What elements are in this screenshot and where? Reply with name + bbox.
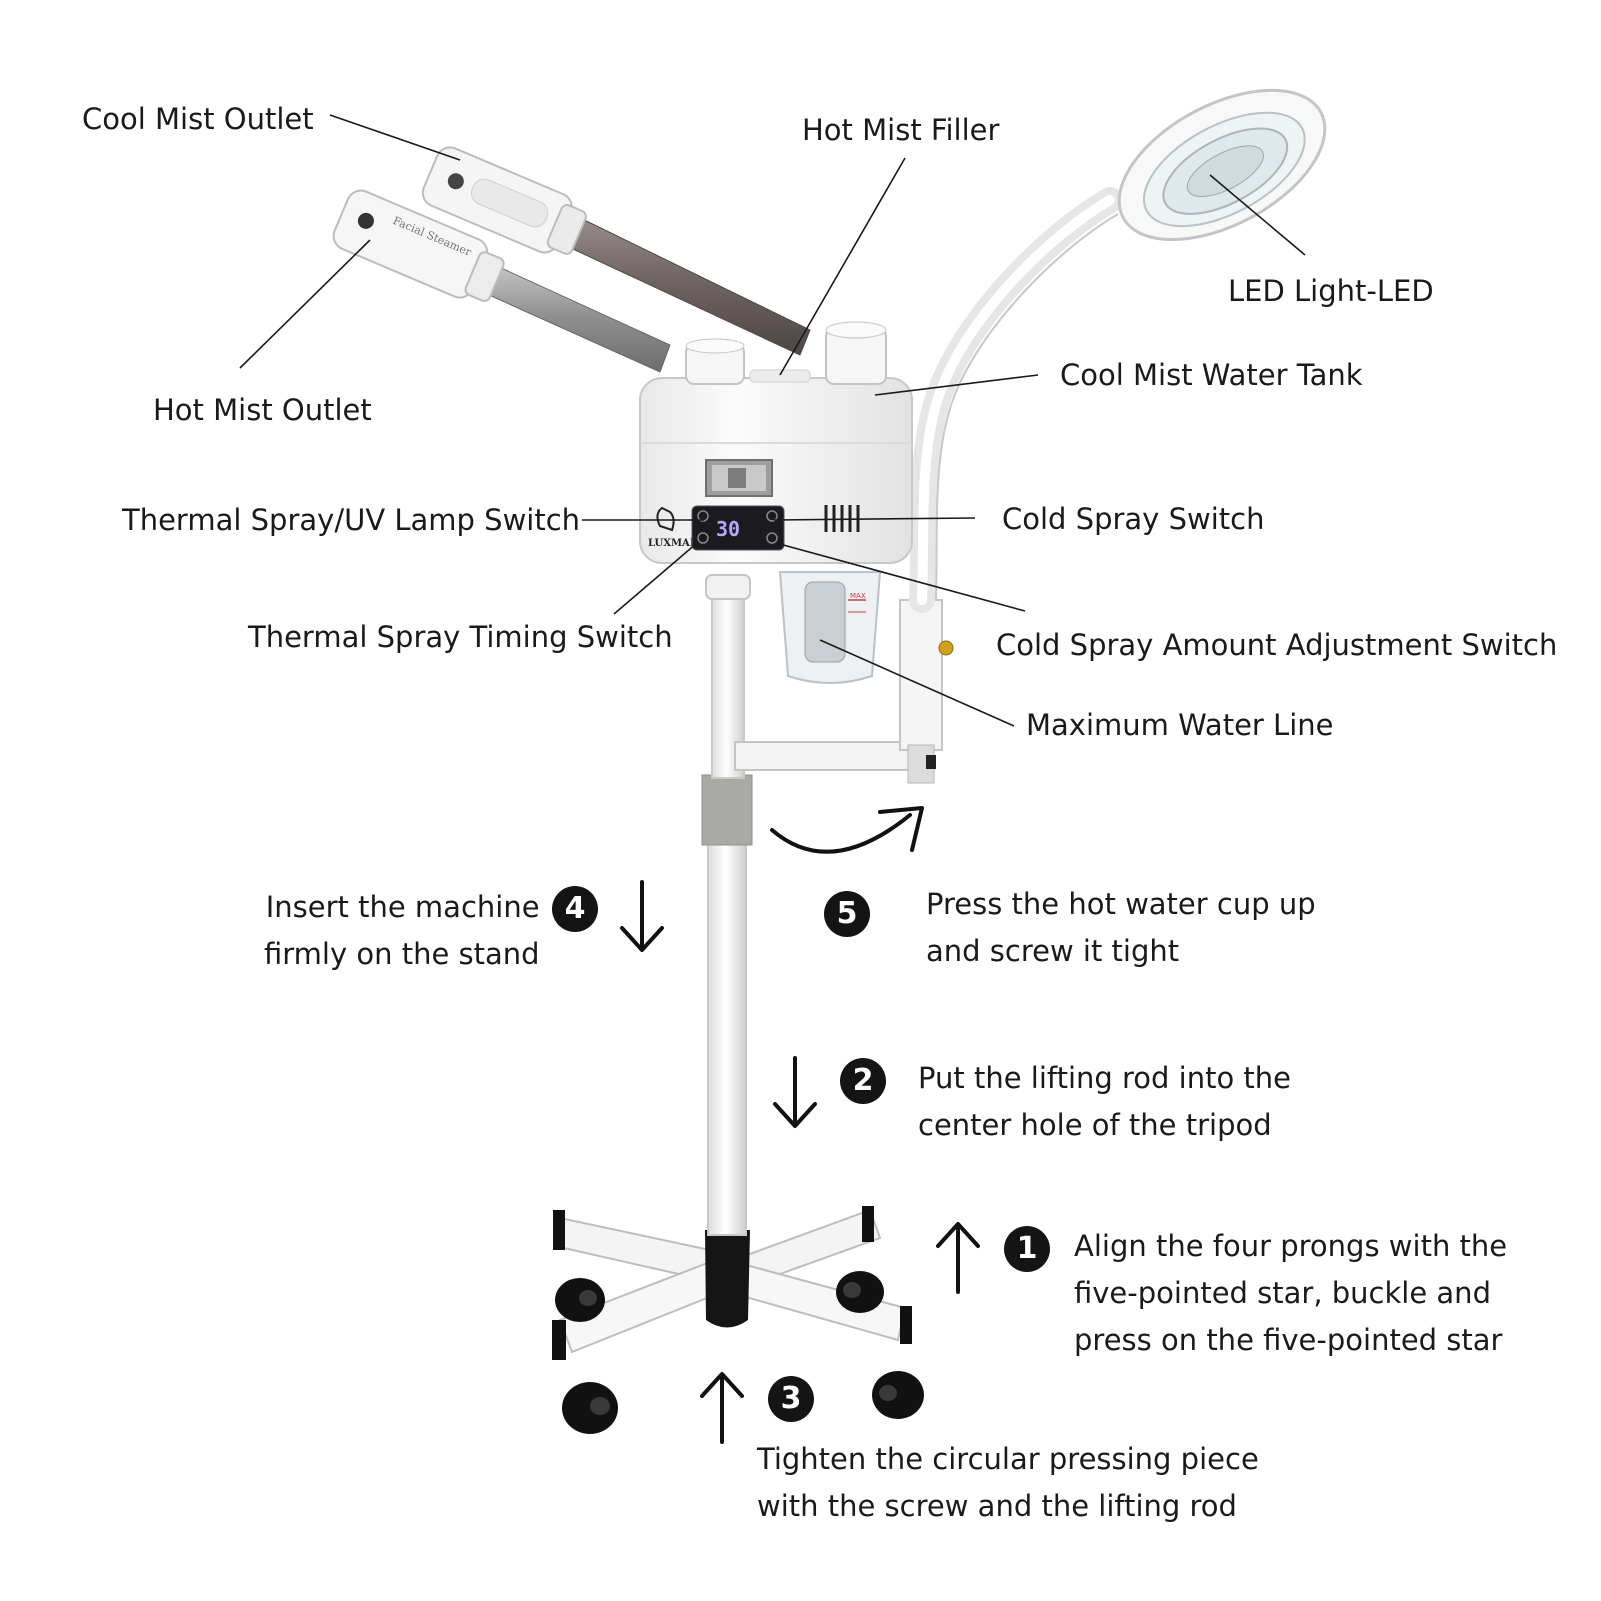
step-3-text: Tighten the circular pressing piece with… bbox=[757, 1436, 1259, 1530]
side-bracket-post bbox=[899, 599, 943, 751]
brand-logo-text: LUXMARS bbox=[648, 538, 705, 549]
step-4-line-2: firmly on the stand bbox=[264, 937, 540, 971]
step-1-line-2: five-pointed star, buckle and bbox=[1074, 1276, 1491, 1310]
bracket-clip bbox=[926, 755, 936, 769]
label-cool-mist-water-tank: Cool Mist Water Tank bbox=[1060, 358, 1363, 392]
panel-button bbox=[697, 532, 709, 544]
display-readout: 30 bbox=[716, 517, 740, 541]
rod-clamp bbox=[701, 774, 753, 846]
cool-mist-arm bbox=[421, 146, 811, 356]
base-end-cap bbox=[553, 1210, 565, 1250]
step-1-number: 1 bbox=[1004, 1226, 1050, 1272]
caster-wheel bbox=[872, 1371, 924, 1419]
label-cold-spray-amount-switch: Cold Spray Amount Adjustment Switch bbox=[996, 628, 1558, 662]
base-hub bbox=[705, 1230, 750, 1328]
leader-cool-mist-water-tank bbox=[874, 374, 1039, 396]
caster-base bbox=[552, 1206, 924, 1434]
step-3-line-1: Tighten the circular pressing piece bbox=[757, 1442, 1259, 1476]
gooseneck-tube-edge bbox=[935, 213, 1119, 601]
label-cold-spray-switch: Cold Spray Switch bbox=[1002, 502, 1265, 536]
machine-body: LUXMARS 30 MAX bbox=[639, 321, 913, 684]
step-4-text: Insert the machine firmly on the stand bbox=[264, 884, 540, 978]
step-2-text: Put the lifting rod into the center hole… bbox=[918, 1055, 1291, 1149]
panel-button bbox=[697, 510, 709, 522]
step-1-line-3: press on the five-pointed star bbox=[1074, 1323, 1503, 1357]
rotate-arrow-icon bbox=[770, 813, 912, 854]
caster-wheel bbox=[836, 1271, 884, 1313]
label-hot-mist-filler: Hot Mist Filler bbox=[802, 113, 1000, 147]
step-2-number: 2 bbox=[840, 1058, 886, 1104]
hot-water-cup: MAX bbox=[778, 571, 882, 684]
leader-hot-mist-filler bbox=[779, 157, 906, 376]
panel-button bbox=[766, 510, 778, 522]
step-4-line-1: Insert the machine bbox=[265, 890, 540, 924]
cool-mist-nozzle bbox=[421, 146, 587, 255]
caster-wheel bbox=[555, 1278, 605, 1322]
step-5-number: 5 bbox=[824, 891, 870, 937]
lifting-rod bbox=[701, 574, 753, 1236]
base-end-cap bbox=[900, 1306, 912, 1344]
gooseneck-tube-highlight bbox=[917, 195, 1115, 605]
cup-max-marking: MAX bbox=[850, 592, 866, 600]
leader-cold-spray-switch bbox=[773, 517, 976, 521]
leader-led-light bbox=[1209, 174, 1306, 256]
leader-hot-mist-outlet bbox=[239, 239, 371, 369]
label-led-light: LED Light-LED bbox=[1228, 274, 1434, 308]
control-panel bbox=[691, 505, 785, 551]
step-3-number: 3 bbox=[768, 1376, 814, 1422]
caster-wheel bbox=[562, 1382, 618, 1434]
filler-slot bbox=[749, 369, 811, 383]
leader-lines bbox=[239, 114, 1306, 727]
step-2-line-2: center hole of the tripod bbox=[918, 1108, 1272, 1142]
label-thermal-spray-uv-switch: Thermal Spray/UV Lamp Switch bbox=[122, 503, 581, 537]
step-1-text: Align the four prongs with the five-poin… bbox=[1074, 1223, 1507, 1364]
leader-cold-spray-amount bbox=[775, 542, 1026, 612]
panel-button bbox=[766, 532, 778, 544]
step-5-line-1: Press the hot water cup up bbox=[926, 887, 1316, 921]
leader-maximum-water-line bbox=[819, 639, 1015, 727]
step-2-line-1: Put the lifting rod into the bbox=[918, 1061, 1292, 1095]
leader-thermal-spray-timing bbox=[613, 542, 698, 615]
step-arrows bbox=[620, 806, 980, 1444]
rod-lower bbox=[707, 839, 747, 1236]
brand-logo-icon bbox=[656, 506, 675, 532]
rod-collar bbox=[705, 574, 751, 600]
label-hot-mist-outlet: Hot Mist Outlet bbox=[153, 393, 372, 427]
step-4-number: 4 bbox=[552, 886, 598, 932]
base-end-cap bbox=[862, 1206, 874, 1242]
led-lamp-head bbox=[1117, 88, 1327, 242]
rotate-arrow-head bbox=[878, 806, 924, 852]
leader-cool-mist-outlet bbox=[329, 114, 461, 161]
step-3-line-2: with the screw and the lifting rod bbox=[757, 1489, 1237, 1523]
side-bracket-arm bbox=[734, 741, 924, 771]
label-thermal-spray-timing-switch: Thermal Spray Timing Switch bbox=[248, 620, 673, 654]
label-maximum-water-line: Maximum Water Line bbox=[1026, 708, 1334, 742]
label-cool-mist-outlet: Cool Mist Outlet bbox=[82, 102, 314, 136]
step-5-line-2: and screw it tight bbox=[926, 934, 1180, 968]
step-5-text: Press the hot water cup up and screw it … bbox=[926, 881, 1316, 975]
led-lamp-assembly bbox=[734, 88, 1327, 784]
base-end-cap bbox=[552, 1320, 566, 1360]
height-knob bbox=[938, 640, 954, 656]
step-1-line-1: Align the four prongs with the bbox=[1074, 1229, 1508, 1263]
